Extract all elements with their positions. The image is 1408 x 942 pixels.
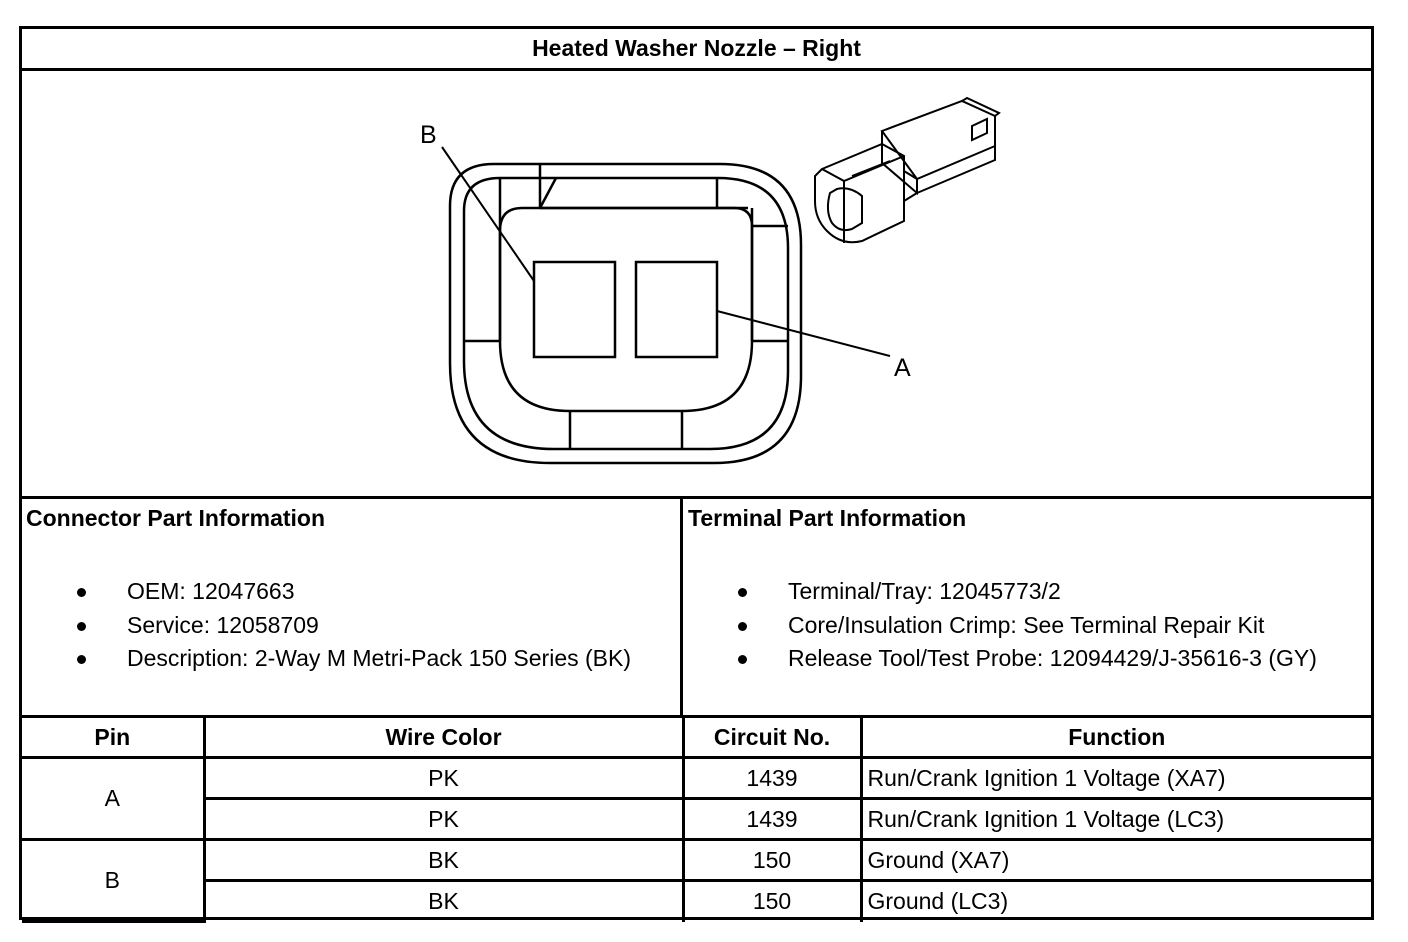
pin-cell: A	[22, 756, 206, 841]
wire-color-cell: PK	[202, 756, 685, 800]
bullet-icon	[738, 621, 747, 631]
terminal-info-crimp: Core/Insulation Crimp: See Terminal Repa…	[788, 611, 1265, 638]
connector-info-oem: OEM: 12047663	[127, 578, 295, 604]
function-cell: Ground (XA7)	[859, 838, 1371, 882]
bullet-icon	[77, 621, 86, 631]
table-row: A PK 1439 Run/Crank Ignition 1 Voltage (…	[22, 756, 1371, 841]
connector-sheet: Heated Washer Nozzle – Right	[19, 26, 1374, 923]
table-row: BK 150 Ground (LC3)	[22, 879, 1371, 922]
function-cell: Ground (LC3)	[859, 879, 1371, 922]
header-pin: Pin	[22, 715, 206, 759]
terminal-info-list: Terminal/Tray: 12045773/2 Core/Insulatio…	[683, 575, 1317, 676]
pin-table: Pin Wire Color Circuit No. Function A PK…	[22, 715, 1371, 923]
header-wire-color: Wire Color	[202, 715, 685, 759]
list-item: Service: 12058709	[22, 609, 631, 643]
table-row: B BK 150 Ground (XA7)	[22, 838, 1371, 923]
list-item: Description: 2-Way M Metri-Pack 150 Seri…	[22, 642, 631, 676]
wire-color-cell: BK	[204, 879, 685, 922]
callout-a-label: A	[894, 354, 911, 382]
connector-isometric-icon	[814, 96, 1001, 244]
circuit-cell: 150	[681, 838, 863, 882]
function-cell: Run/Crank Ignition 1 Voltage (XA7)	[859, 756, 1371, 800]
bullet-icon	[77, 588, 86, 597]
bullet-icon	[738, 588, 747, 597]
connector-part-info: Connector Part Information OEM: 12047663…	[22, 499, 683, 715]
table-header-row: Pin Wire Color Circuit No. Function	[22, 715, 1371, 759]
callout-b-label: B	[420, 121, 437, 149]
terminal-info-release-tool: Release Tool/Test Probe: 12094429/J-3561…	[788, 645, 1317, 671]
terminal-info-tray: Terminal/Tray: 12045773/2	[788, 578, 1061, 604]
page-title: Heated Washer Nozzle – Right	[22, 29, 1371, 71]
header-function: Function	[859, 715, 1371, 759]
connector-drawing: B A	[22, 71, 1371, 496]
wire-color-cell: PK	[204, 797, 685, 841]
circuit-cell: 150	[681, 879, 863, 922]
terminal-info-heading: Terminal Part Information	[688, 505, 967, 531]
circuit-cell: 1439	[681, 797, 863, 841]
bullet-icon	[77, 655, 86, 664]
list-item: Release Tool/Test Probe: 12094429/J-3561…	[683, 642, 1317, 676]
pin-cell: B	[22, 838, 206, 923]
function-cell: Run/Crank Ignition 1 Voltage (LC3)	[859, 797, 1371, 841]
connector-info-heading: Connector Part Information	[26, 505, 326, 531]
connector-info-service: Service: 12058709	[127, 611, 319, 638]
circuit-cell: 1439	[681, 756, 863, 800]
list-item: Terminal/Tray: 12045773/2	[683, 575, 1317, 609]
bullet-icon	[738, 655, 747, 664]
connector-info-description: Description: 2-Way M Metri-Pack 150 Seri…	[127, 645, 632, 671]
header-circuit-no: Circuit No.	[681, 715, 863, 759]
connector-info-list: OEM: 12047663 Service: 12058709 Descript…	[22, 575, 631, 676]
part-information: Connector Part Information OEM: 12047663…	[22, 496, 1371, 715]
terminal-part-info: Terminal Part Information Terminal/Tray:…	[683, 499, 1371, 715]
list-item: OEM: 12047663	[22, 575, 631, 609]
wire-color-cell: BK	[202, 838, 685, 882]
list-item: Core/Insulation Crimp: See Terminal Repa…	[683, 609, 1317, 643]
table-row: PK 1439 Run/Crank Ignition 1 Voltage (LC…	[22, 797, 1371, 841]
connector-face-icon	[441, 146, 891, 465]
